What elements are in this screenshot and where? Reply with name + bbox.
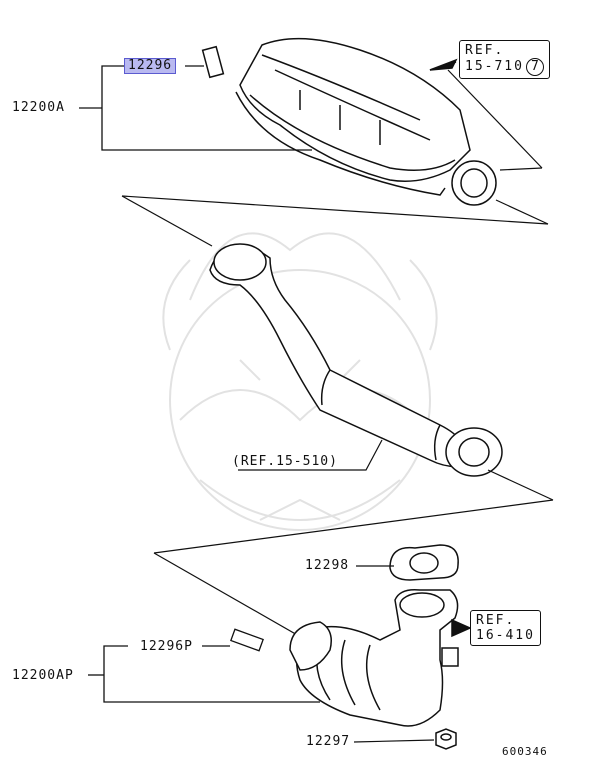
nut-12297 bbox=[435, 728, 457, 750]
ref-top-circled-number: 7 bbox=[525, 58, 544, 76]
perspective-lines-middle bbox=[153, 469, 554, 641]
part-label-12296P[interactable]: 12296P bbox=[140, 639, 193, 654]
part-label-12297[interactable]: 12297 bbox=[306, 734, 351, 749]
part-label-12200AP[interactable]: 12200AP bbox=[12, 668, 74, 683]
ref-box-bottom[interactable]: REF. 16-410 bbox=[470, 610, 541, 646]
stud-12296P bbox=[230, 628, 264, 652]
watermark-emblem bbox=[162, 232, 438, 531]
part-label-12298[interactable]: 12298 bbox=[305, 558, 350, 573]
perspective-lines-top bbox=[121, 69, 549, 247]
ref-bottom-line1: REF. bbox=[476, 613, 516, 628]
ref-arrow-bottom bbox=[451, 618, 472, 638]
nut-12297-leader bbox=[353, 739, 435, 743]
pipe-ref-leader bbox=[238, 439, 383, 471]
ref-arrow-top bbox=[429, 58, 458, 71]
ref-top-line1: REF. bbox=[465, 43, 505, 58]
catalytic-converter-top bbox=[201, 37, 497, 206]
part-label-12200A[interactable]: 12200A bbox=[12, 100, 65, 115]
ref-top-line2: 15-710 bbox=[465, 59, 524, 74]
gasket-12298 bbox=[389, 544, 459, 581]
catalytic-converter-bottom bbox=[289, 588, 459, 727]
diagram-number: 600346 bbox=[502, 745, 548, 758]
exhaust-pipe bbox=[209, 243, 503, 477]
pipe-ref-label[interactable]: (REF.15-510) bbox=[232, 454, 338, 469]
bracket-12200A bbox=[79, 65, 312, 151]
ref-bottom-line2: 16-410 bbox=[476, 628, 535, 643]
part-label-12296[interactable]: 12296 bbox=[124, 58, 177, 74]
bracket-12200AP bbox=[88, 645, 320, 703]
